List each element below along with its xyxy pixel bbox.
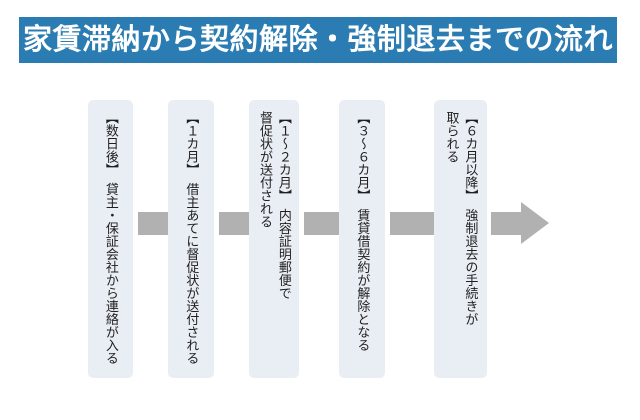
flow-step-line: 【６カ月以降】 強制退去の手続きが: [463, 111, 479, 326]
flow-step-5: 【６カ月以降】 強制退去の手続きが取られる: [434, 100, 487, 378]
flow-step-text: 【３～６カ月】 賃貸借契約が解除となる: [353, 111, 372, 378]
flow-step-4: 【３～６カ月】 賃貸借契約が解除となる: [339, 100, 385, 378]
flow-step-line: 【１カ月】 借主あてに督促状が送付される: [184, 111, 200, 365]
flow-step-3: 【１～２カ月】 内容証明郵便で督促状が送付される: [249, 100, 299, 378]
flow-arrowhead-icon: [521, 202, 549, 244]
flow-step-text: 【１～２カ月】 内容証明郵便で督促状が送付される: [255, 111, 293, 378]
flow-step-2: 【１カ月】 借主あてに督促状が送付される: [168, 100, 214, 378]
title-banner: 家賃滞納から契約解除・強制退去までの流れ: [19, 17, 617, 63]
flow-arrow-segment: [491, 212, 521, 235]
page-title: 家賃滞納から契約解除・強制退去までの流れ: [22, 23, 613, 56]
flow-step-1: 【数日後】 貸主・保証会社から連絡が入る: [88, 100, 133, 378]
flow-arrow-segment: [219, 212, 249, 235]
flow-arrow-segment: [138, 212, 168, 235]
flow-step-text: 【数日後】 貸主・保証会社から連絡が入る: [101, 111, 120, 378]
flow-step-text: 【１カ月】 借主あてに督促状が送付される: [182, 111, 201, 378]
flow-step-line: 【数日後】 貸主・保証会社から連絡が入る: [103, 111, 119, 365]
flow-step-line: 【１～２カ月】 内容証明郵便で: [276, 111, 292, 300]
flow-step-line: 督促状が送付される: [258, 111, 273, 228]
flow-arrow-segment: [390, 212, 434, 235]
flow-arrow-segment: [304, 212, 339, 235]
flow-step-line: 取られる: [444, 111, 460, 163]
flow-step-line: 【３～６カ月】 賃貸借契約が解除となる: [355, 111, 371, 352]
flow-step-text: 【６カ月以降】 強制退去の手続きが取られる: [442, 111, 480, 378]
